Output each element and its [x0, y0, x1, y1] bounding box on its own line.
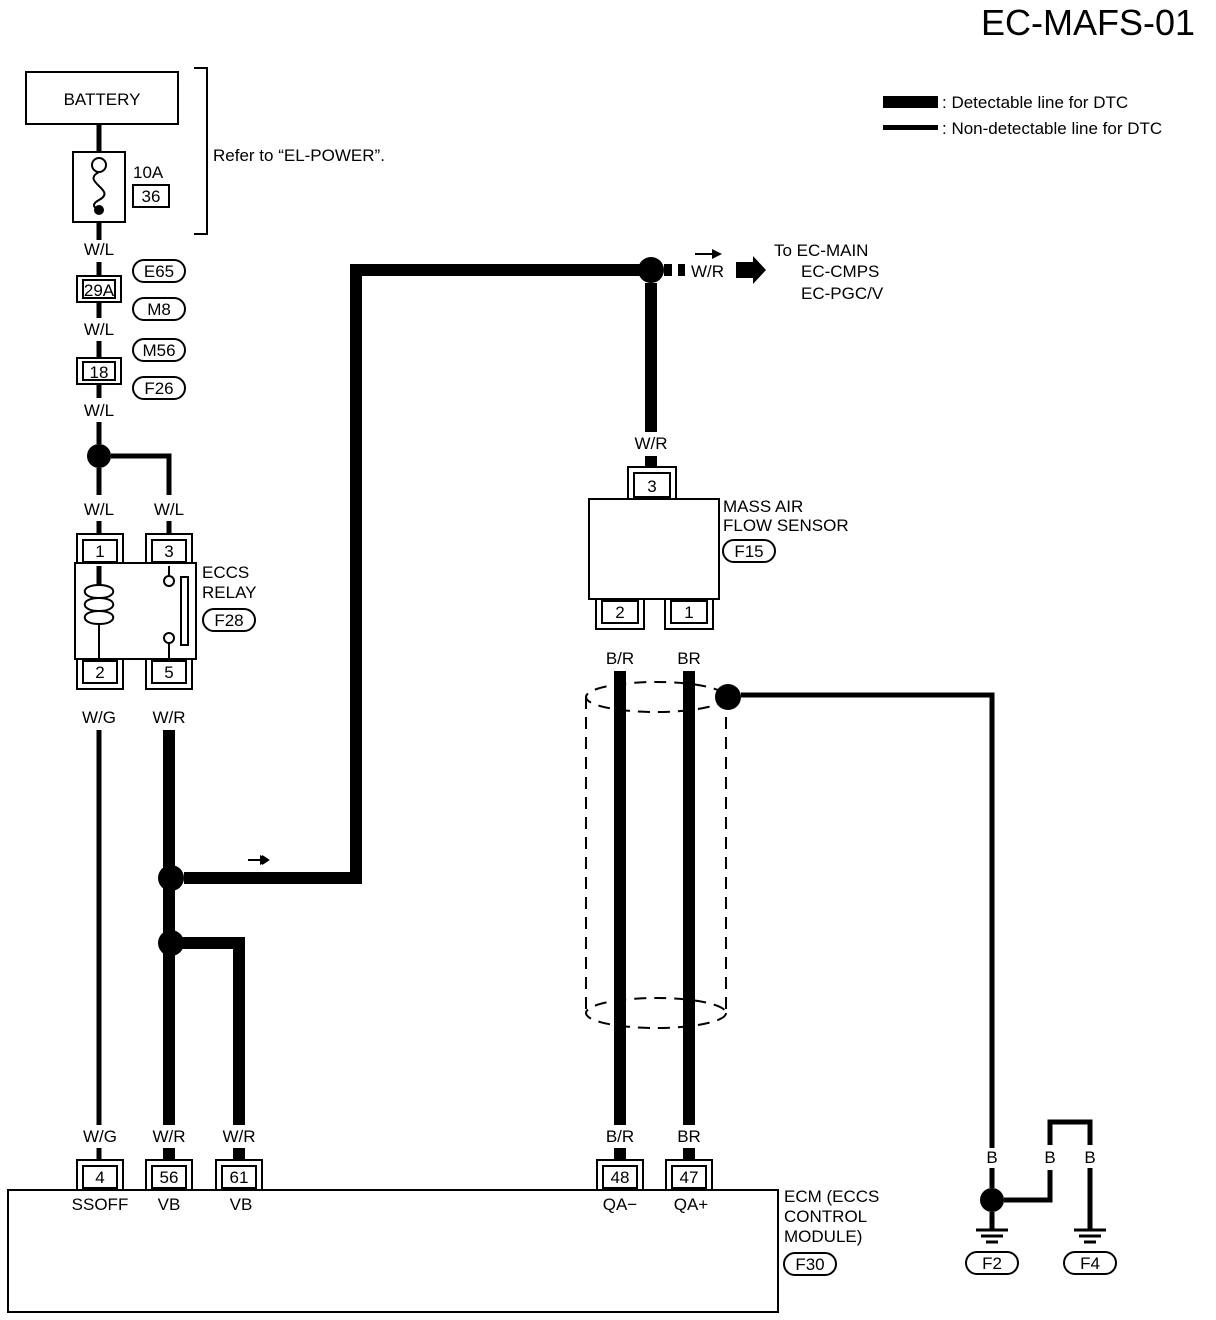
relay-name-1: ECCS	[202, 563, 249, 582]
refer-bracket	[194, 67, 208, 235]
wire-label-wr-2: W/R	[152, 1127, 185, 1146]
ecm-connector: F30	[795, 1255, 824, 1274]
legend-detectable-swatch	[883, 96, 938, 108]
direction-arrow-2-head	[712, 249, 722, 259]
connector-f26: F26	[144, 379, 173, 398]
ecm-name-2: CONTROL	[784, 1207, 867, 1226]
maf-name-1: MASS AIR	[723, 497, 803, 516]
wire-label-b-2: B	[1044, 1148, 1055, 1167]
legend: : Detectable line for DTC : Non-detectab…	[883, 93, 1162, 138]
battery: BATTERY	[25, 71, 179, 125]
wire-label-wl-3: W/L	[84, 401, 114, 420]
to-other-line3: EC-PGC/V	[801, 284, 884, 303]
fuse-rating: 10A	[133, 163, 164, 182]
ecm-pin-56: 56	[160, 1168, 179, 1187]
splice-wl	[87, 444, 111, 468]
to-other-arrow	[736, 256, 766, 284]
splice-wr-top	[638, 257, 664, 283]
connector-e65: E65	[144, 262, 174, 281]
shield	[585, 681, 727, 1029]
wire-wr-to-61	[171, 937, 245, 1125]
connector-29a: 29A E65 M8	[76, 259, 186, 321]
ground-section: B B B F2 F4	[965, 1119, 1117, 1275]
ecm-pin-48: 48	[611, 1168, 630, 1187]
relay-pin-2: 2	[95, 663, 104, 682]
eccs-relay: 1 3 ECCS RELAY F28 2 5	[74, 533, 257, 690]
ground-symbol-f2	[976, 1228, 1008, 1244]
ground-connector-f4: F4	[1080, 1254, 1100, 1273]
connector-29a-pin: 29A	[84, 281, 115, 300]
ground-symbol-f4	[1074, 1228, 1106, 1244]
relay-pin-1: 1	[95, 542, 104, 561]
fuse-terminal-top	[91, 157, 107, 173]
ecm-pin-4-name: SSOFF	[72, 1195, 129, 1214]
wire-label-wl-5: W/L	[154, 500, 184, 519]
ecm-name-1: ECM (ECCS	[784, 1187, 879, 1206]
ecm-pin-47: 47	[680, 1168, 699, 1187]
relay-name-2: RELAY	[202, 583, 257, 602]
direction-arrow-1-head	[260, 855, 270, 865]
wire-label-brown-bottom: BR	[677, 1127, 701, 1146]
to-other-line1: To EC-MAIN	[774, 241, 868, 260]
wire-label-wr-top: W/R	[691, 262, 724, 281]
legend-non-detectable-swatch	[883, 125, 938, 130]
wire-label-wr-maf: W/R	[634, 434, 667, 453]
maf-connector: F15	[734, 542, 763, 561]
wire-label-wg-2: W/G	[83, 1127, 117, 1146]
ecm: 4 SSOFF 56 VB 61 VB 48 QA− 47 QA+ ECM (E…	[7, 1159, 879, 1313]
connector-m8: M8	[147, 300, 171, 319]
connector-m56: M56	[142, 341, 175, 360]
refer-to-text: Refer to “EL-POWER”.	[213, 146, 385, 165]
ground-connector-f2: F2	[982, 1254, 1002, 1273]
fuse-terminal-bottom	[94, 205, 104, 215]
wire-label-brown-top: BR	[677, 649, 701, 668]
maf-pin-1: 1	[684, 603, 693, 622]
wire-shield-ground	[741, 692, 995, 1148]
ecm-pin-56-name: VB	[158, 1195, 181, 1214]
page-title: EC-MAFS-01	[981, 2, 1195, 43]
ecm-pin-4: 4	[95, 1168, 104, 1187]
wire-wr-up	[184, 264, 650, 884]
maf-name-2: FLOW SENSOR	[723, 516, 849, 535]
relay-pin-3: 3	[164, 542, 173, 561]
connector-18-pin: 18	[90, 363, 109, 382]
to-other-line2: EC-CMPS	[801, 262, 879, 281]
wire-label-b-1: B	[986, 1148, 997, 1167]
relay-contact-bottom	[163, 632, 175, 644]
relay-contact-top	[163, 575, 175, 587]
maf-pin-3: 3	[647, 477, 656, 496]
maf-sensor: 3 MASS AIR FLOW SENSOR F15 2 1	[588, 466, 849, 630]
connector-18: 18 M56 F26	[76, 338, 186, 400]
wire-label-wl-4: W/L	[84, 500, 114, 519]
ecm-pin-61: 61	[230, 1168, 249, 1187]
maf-pin-2: 2	[615, 603, 624, 622]
wire-label-wg-1: W/G	[82, 708, 116, 727]
splice-shield	[715, 684, 741, 710]
wire-label-br-red-top: B/R	[606, 649, 634, 668]
splice-wr-1	[158, 865, 184, 891]
ecm-pin-47-name: QA+	[674, 1195, 709, 1214]
fuse-number: 36	[142, 187, 161, 206]
ecm-name-3: MODULE)	[784, 1227, 862, 1246]
legend-detectable-text: : Detectable line for DTC	[942, 93, 1128, 112]
relay-switch-bar	[180, 576, 189, 646]
wire-label-wl-2: W/L	[84, 320, 114, 339]
relay-connector: F28	[214, 611, 243, 630]
wire-label-wl-1: W/L	[84, 240, 114, 259]
wire-label-wr-1: W/R	[152, 708, 185, 727]
legend-non-detectable-text: : Non-detectable line for DTC	[942, 119, 1162, 138]
battery-label: BATTERY	[64, 90, 141, 109]
wire-label-b-3: B	[1084, 1148, 1095, 1167]
wire-label-br-red-bottom: B/R	[606, 1127, 634, 1146]
fuse: 10A 36	[72, 124, 170, 223]
wire-label-wr-3: W/R	[222, 1127, 255, 1146]
relay-pin-5: 5	[164, 663, 173, 682]
ecm-pin-61-name: VB	[230, 1195, 253, 1214]
ecm-pin-48-name: QA−	[603, 1195, 638, 1214]
splice-ground	[980, 1188, 1004, 1212]
